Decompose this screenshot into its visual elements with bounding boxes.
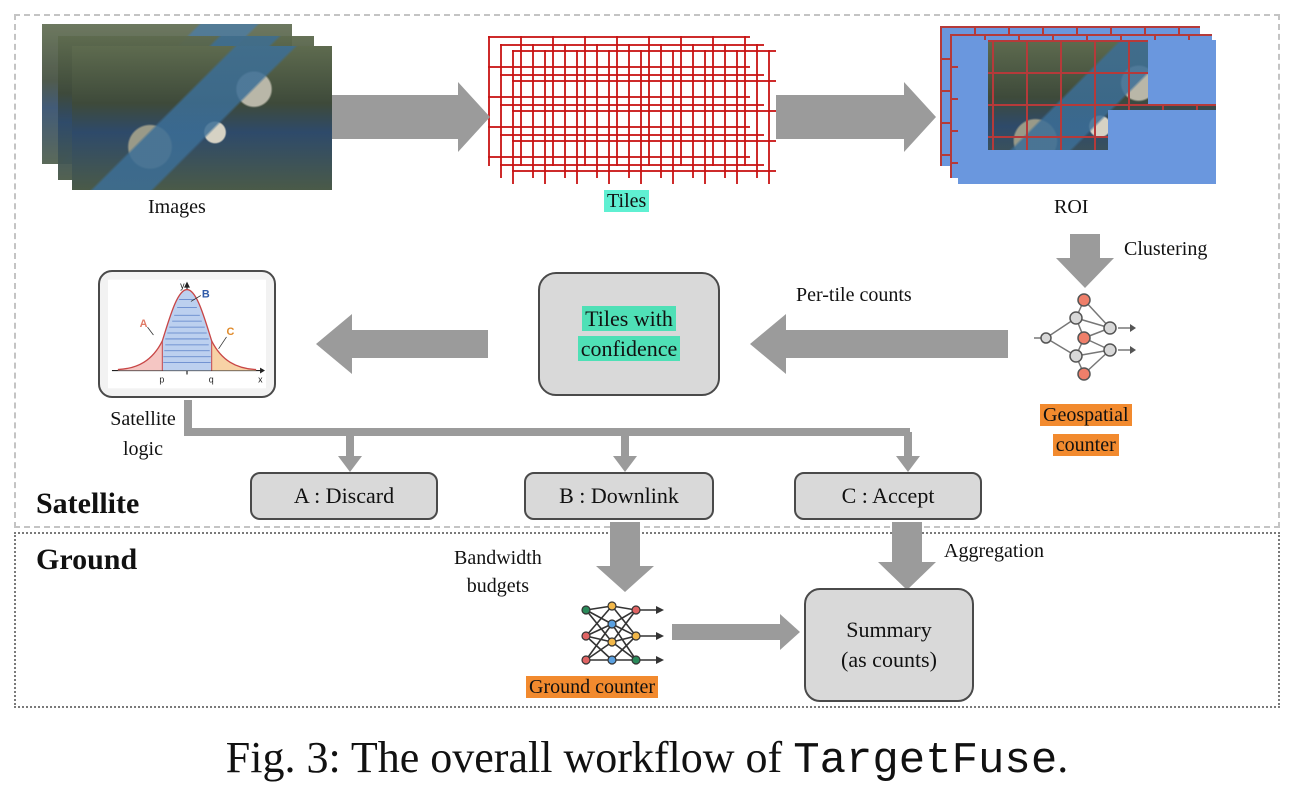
chart-x-axis-label: x: [258, 374, 263, 384]
geospatial-counter-label: Geospatial counter: [1040, 400, 1132, 460]
arrow-ground-counter-to-summary: [672, 614, 800, 650]
arrow-accept-to-summary: [878, 522, 936, 590]
per-tile-counts-label: Per-tile counts: [796, 284, 912, 306]
roi-label: ROI: [1054, 196, 1089, 218]
decision-downlink-box: B : Downlink: [524, 472, 714, 520]
aggregation-label: Aggregation: [944, 540, 1044, 562]
roi-tile-block: [1148, 40, 1216, 104]
geospatial-network-icon: [1034, 293, 1136, 381]
figure-caption: Fig. 3: The overall workflow of TargetFu…: [0, 732, 1294, 786]
chart-tick-q: q: [209, 374, 214, 384]
tiles-label: Tiles: [604, 190, 650, 213]
decision-downlink-label: B : Downlink: [559, 483, 679, 509]
summary-box: Summary (as counts): [804, 588, 974, 702]
logic-branch-line: [184, 400, 910, 436]
tiles-with-confidence-line1: Tiles with: [582, 306, 676, 331]
decision-discard-label: A : Discard: [293, 483, 395, 509]
distribution-chart: A B C y x p q: [108, 279, 266, 389]
clustering-label: Clustering: [1124, 238, 1208, 260]
roi-tile-block: [958, 150, 1216, 184]
caption-suffix: .: [1057, 733, 1069, 782]
image-card-front: [72, 46, 332, 190]
summary-line1: Summary: [846, 617, 932, 642]
tiles-with-confidence-line2: confidence: [577, 336, 681, 361]
branch-arrowhead-a: [338, 456, 362, 472]
satellite-logic-panel: A B C y x p q: [98, 270, 276, 398]
tiles-with-confidence-box: Tiles with confidence: [538, 272, 720, 396]
satellite-logic-label: Satellite logic: [110, 408, 176, 460]
decision-accept-label: C : Accept: [841, 483, 935, 509]
images-label: Images: [148, 196, 206, 218]
satellite-region: [14, 14, 1280, 528]
roi-card-front: [958, 40, 1216, 184]
arrow-downlink-to-ground-counter: [596, 522, 654, 592]
satellite-region-label: Satellite: [36, 487, 140, 520]
decision-accept-box: C : Accept: [794, 472, 982, 520]
ground-region: [14, 532, 1280, 708]
decision-discard-box: A : Discard: [250, 472, 438, 520]
ground-counter-label: Ground counter: [526, 676, 659, 699]
arrow-counter-to-tiles-confidence: [750, 314, 1008, 374]
summary-line2: (as counts): [841, 647, 937, 672]
chart-y-axis-label: y: [180, 281, 185, 291]
arrow-tiles-to-roi: [776, 82, 936, 152]
ground-region-label: Ground: [36, 543, 138, 576]
chart-label-b: B: [202, 288, 210, 300]
branch-arrowhead-c: [896, 456, 920, 472]
arrow-confidence-to-logic: [316, 314, 488, 374]
ground-counter-network-icon: [581, 601, 664, 665]
branch-arrowhead-b: [613, 456, 637, 472]
chart-label-a: A: [140, 318, 148, 330]
caption-prefix: Fig. 3: The overall workflow of: [225, 733, 794, 782]
chart-label-c: C: [227, 326, 235, 338]
chart-tick-p: p: [159, 374, 164, 384]
caption-system-name: TargetFuse: [793, 736, 1058, 786]
bandwidth-budgets-label: Bandwidth budgets: [454, 547, 542, 597]
arrow-roi-to-counter: [1056, 234, 1114, 288]
tile-card-front: [512, 50, 776, 184]
arrow-images-to-tiles: [332, 82, 490, 152]
roi-tile-block: [1108, 110, 1216, 150]
